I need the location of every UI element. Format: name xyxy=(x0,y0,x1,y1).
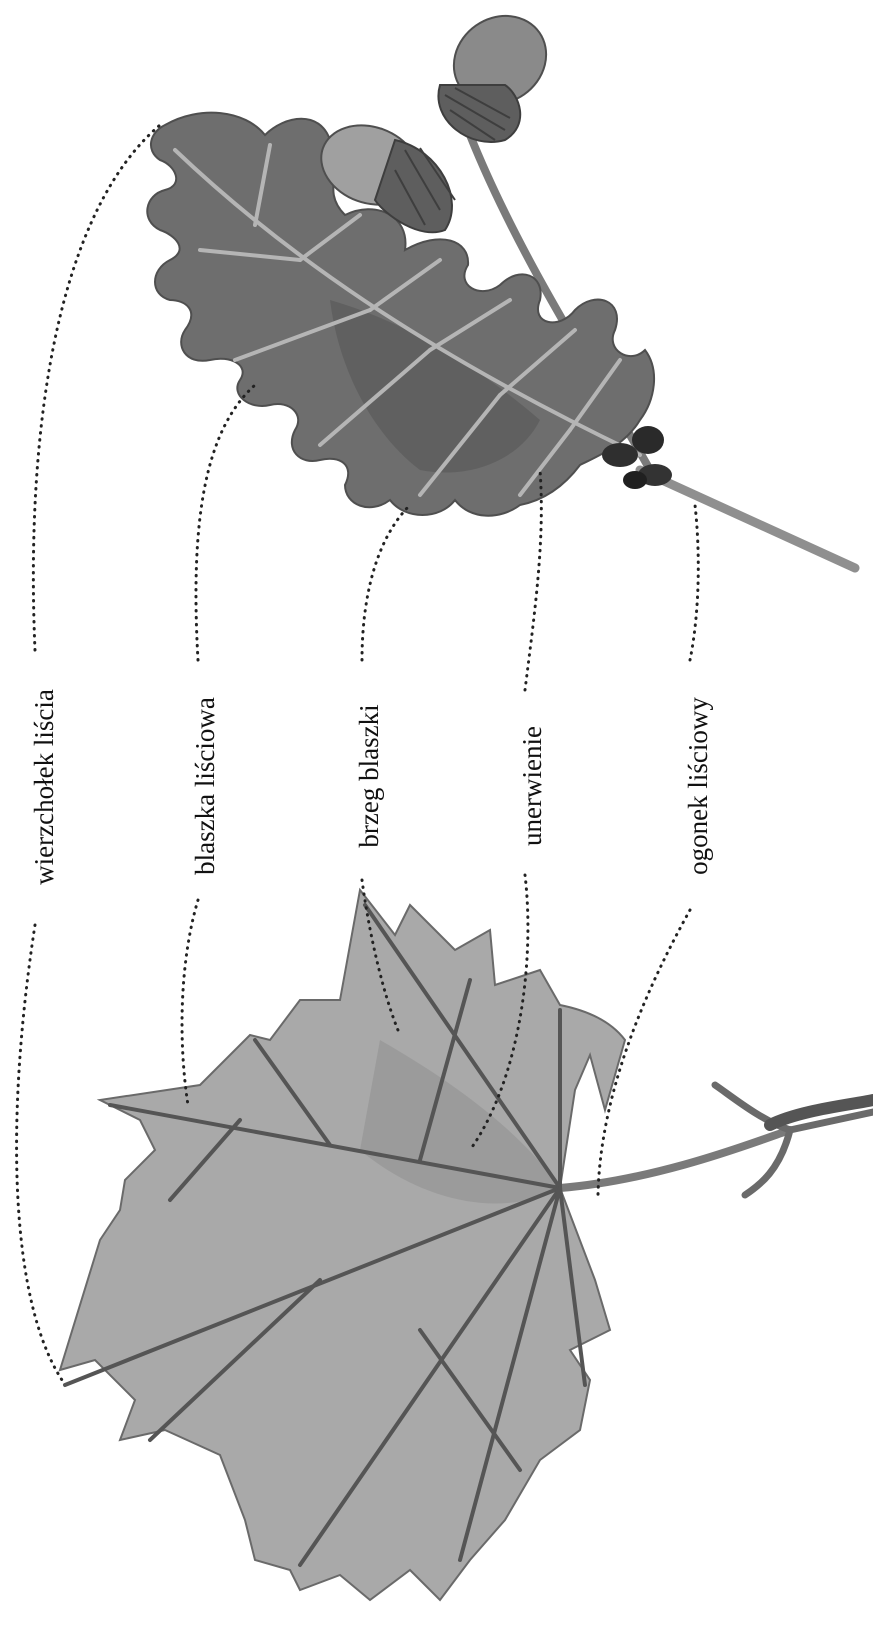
maple-leaf-blade xyxy=(60,890,625,1600)
acorn-top xyxy=(437,0,564,142)
label-petiole: ogonek liściowy xyxy=(683,697,713,875)
label-apex: wierzchołek liścia xyxy=(29,689,59,885)
oak-petiole xyxy=(640,470,855,568)
leader-blade-oak xyxy=(196,385,255,660)
leader-apex-oak xyxy=(33,125,160,650)
leader-apex-maple xyxy=(17,925,62,1380)
maple-petiole xyxy=(560,1130,790,1188)
leader-blade-maple xyxy=(182,900,198,1105)
label-blade: blaszka liściowa xyxy=(190,697,220,875)
label-margin: brzeg blaszki xyxy=(354,704,384,847)
label-venation: unerwienie xyxy=(517,726,547,846)
labels: wierzchołek liścia blaszka liściowa brze… xyxy=(29,689,713,885)
oak-branch xyxy=(147,0,855,568)
leader-petiole-oak xyxy=(690,505,698,660)
leader-margin-oak xyxy=(362,505,410,660)
